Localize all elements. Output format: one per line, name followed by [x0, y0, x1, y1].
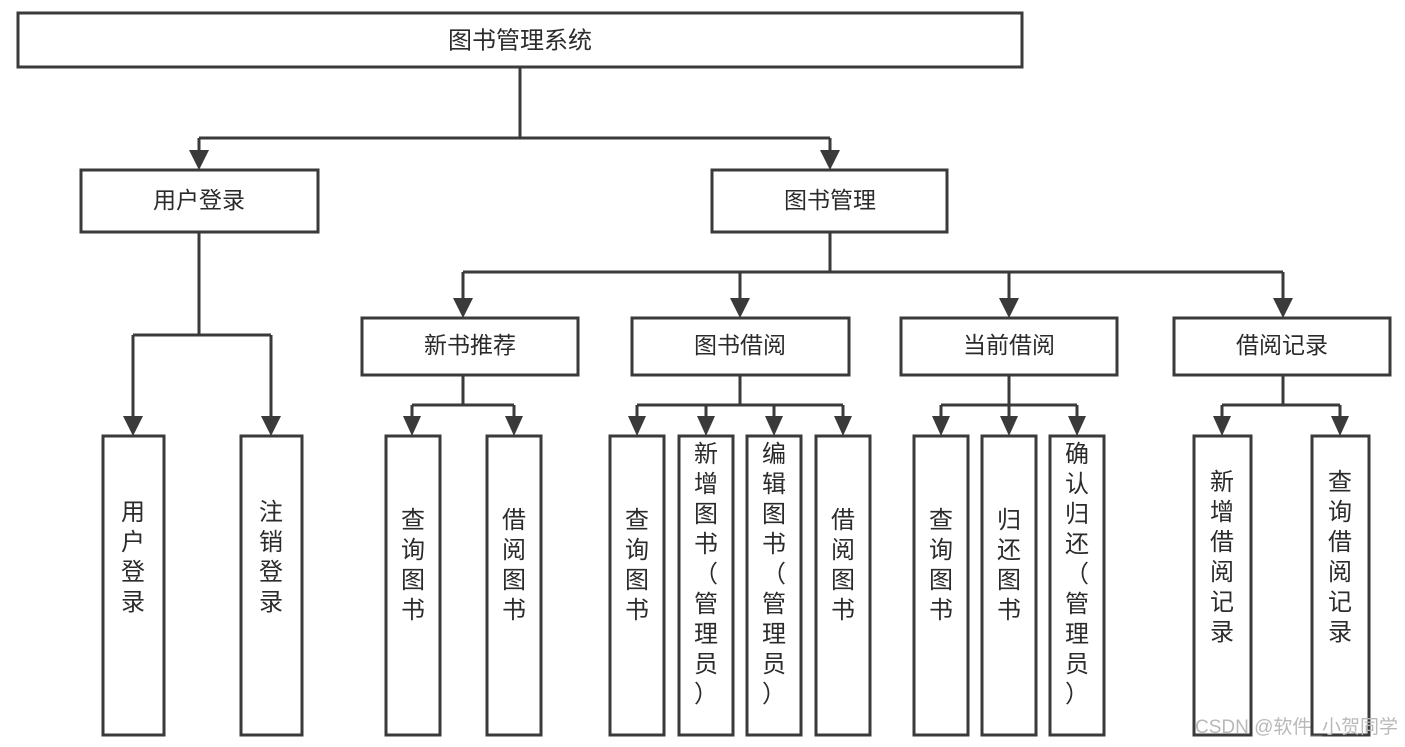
node-new-book-recommend-box[interactable]: [360, 316, 580, 377]
arrowhead-leaf-user-login: [123, 416, 143, 436]
leaf-node-current-return-book[interactable]: 归还图书: [980, 434, 1038, 737]
arrowhead-book-manage: [820, 150, 840, 170]
node-user-login-label: 用户登录: [153, 187, 245, 213]
leaf-record-query-box[interactable]: [1310, 434, 1371, 737]
node-root[interactable]: 图书管理系统: [16, 11, 1024, 69]
arrowhead-recommend-leaf-1: [403, 416, 421, 436]
leaf-borrow-query-book-box[interactable]: [608, 434, 666, 737]
node-current-borrow[interactable]: 当前借阅: [899, 316, 1119, 377]
leaf-node-logout[interactable]: 注销登录: [239, 434, 304, 737]
arrowhead-current-borrow: [999, 298, 1019, 318]
leaf-node-recommend-borrow-book[interactable]: 借阅图书: [485, 434, 543, 737]
leaf-node-recommend-query-book[interactable]: 查询图书: [384, 434, 442, 737]
leaf-logout-label: 注销登录: [259, 499, 283, 616]
leaf-node-borrow-query-book[interactable]: 查询图书: [608, 434, 666, 737]
node-book-manage-box[interactable]: [710, 168, 949, 234]
node-book-manage-label: 图书管理: [784, 187, 876, 213]
node-new-book-recommend[interactable]: 新书推荐: [360, 316, 580, 377]
node-borrow-record[interactable]: 借阅记录: [1172, 316, 1392, 377]
leaf-borrow-query-book-label: 查询图书: [625, 507, 649, 624]
leaf-recommend-query-book-label: 查询图书: [401, 507, 425, 624]
leaf-node-borrow-edit-book[interactable]: 编辑图书（管理员）: [745, 434, 803, 737]
leaf-current-confirm-return-label: 确认归还（管理员）: [1065, 441, 1089, 708]
node-book-borrow[interactable]: 图书借阅: [630, 316, 851, 377]
watermark-text: CSDN @软件_小贺同学: [1195, 716, 1398, 738]
leaf-current-query-book-box[interactable]: [912, 434, 970, 737]
node-current-borrow-label: 当前借阅: [963, 332, 1055, 358]
arrowhead-borrow-leaf-1: [628, 416, 646, 436]
leaf-node-user-login[interactable]: 用户登录: [101, 434, 166, 737]
leaf-current-confirm-return-box[interactable]: [1048, 434, 1106, 737]
arrowhead-record-leaf-2: [1331, 416, 1349, 436]
arrowhead-recommend-leaf-2: [505, 416, 523, 436]
arrowhead-borrow-record: [1273, 298, 1293, 318]
leaf-borrow-borrow-book-box[interactable]: [814, 434, 872, 737]
leaf-borrow-edit-book-label: 编辑图书（管理员）: [762, 441, 786, 708]
arrowhead-book-borrow: [730, 298, 750, 318]
node-user-login-box[interactable]: [79, 168, 320, 234]
node-root-label: 图书管理系统: [448, 27, 592, 54]
node-new-book-recommend-label: 新书推荐: [424, 332, 516, 358]
leaf-recommend-borrow-book-label: 借阅图书: [502, 507, 526, 624]
connector-layer: [123, 67, 1349, 436]
leaf-record-query-label: 查询借阅记录: [1328, 469, 1352, 646]
arrowhead-record-leaf-1: [1213, 416, 1231, 436]
leaf-current-query-book-label: 查询图书: [929, 507, 953, 624]
arrowhead-borrow-leaf-3: [765, 416, 783, 436]
leaf-logout-box[interactable]: [239, 434, 304, 737]
arrowhead-new-book-recommend: [453, 298, 473, 318]
arrowhead-borrow-leaf-2: [697, 416, 715, 436]
arrowhead-leaf-logout: [261, 416, 281, 436]
node-borrow-record-box[interactable]: [1172, 316, 1392, 377]
leaf-user-login-box[interactable]: [101, 434, 166, 737]
leaf-node-record-query[interactable]: 查询借阅记录: [1310, 434, 1371, 737]
leaf-recommend-query-book-box[interactable]: [384, 434, 442, 737]
leaf-node-borrow-borrow-book[interactable]: 借阅图书: [814, 434, 872, 737]
leaf-node-current-confirm-return[interactable]: 确认归还（管理员）: [1048, 434, 1106, 737]
node-book-borrow-label: 图书借阅: [694, 332, 786, 358]
leaf-node-record-add[interactable]: 新增借阅记录: [1192, 434, 1253, 737]
leaf-current-return-book-box[interactable]: [980, 434, 1038, 737]
leaf-borrow-add-book-label: 新增图书（管理员）: [694, 441, 718, 708]
leaf-record-add-box[interactable]: [1192, 434, 1253, 737]
leaf-recommend-borrow-book-box[interactable]: [485, 434, 543, 737]
arrowhead-borrow-leaf-4: [834, 416, 852, 436]
node-current-borrow-box[interactable]: [899, 316, 1119, 377]
leaf-borrow-borrow-book-label: 借阅图书: [831, 507, 855, 624]
node-book-borrow-box[interactable]: [630, 316, 851, 377]
leaf-node-borrow-add-book[interactable]: 新增图书（管理员）: [677, 434, 735, 737]
node-root-box[interactable]: [16, 11, 1024, 69]
leaf-borrow-add-book-box[interactable]: [677, 434, 735, 737]
leaf-borrow-edit-book-box[interactable]: [745, 434, 803, 737]
node-user-login[interactable]: 用户登录: [79, 168, 320, 234]
leaf-current-return-book-label: 归还图书: [997, 507, 1021, 624]
arrowhead-current-leaf-3: [1068, 416, 1086, 436]
arrowhead-user-login: [189, 150, 209, 170]
node-borrow-record-label: 借阅记录: [1236, 332, 1328, 358]
leaf-node-current-query-book[interactable]: 查询图书: [912, 434, 970, 737]
arrowhead-current-leaf-1: [932, 416, 950, 436]
node-book-manage[interactable]: 图书管理: [710, 168, 949, 234]
arrowhead-current-leaf-2: [1000, 416, 1018, 436]
leaf-user-login-label: 用户登录: [121, 499, 145, 616]
leaf-record-add-label: 新增借阅记录: [1210, 469, 1234, 646]
